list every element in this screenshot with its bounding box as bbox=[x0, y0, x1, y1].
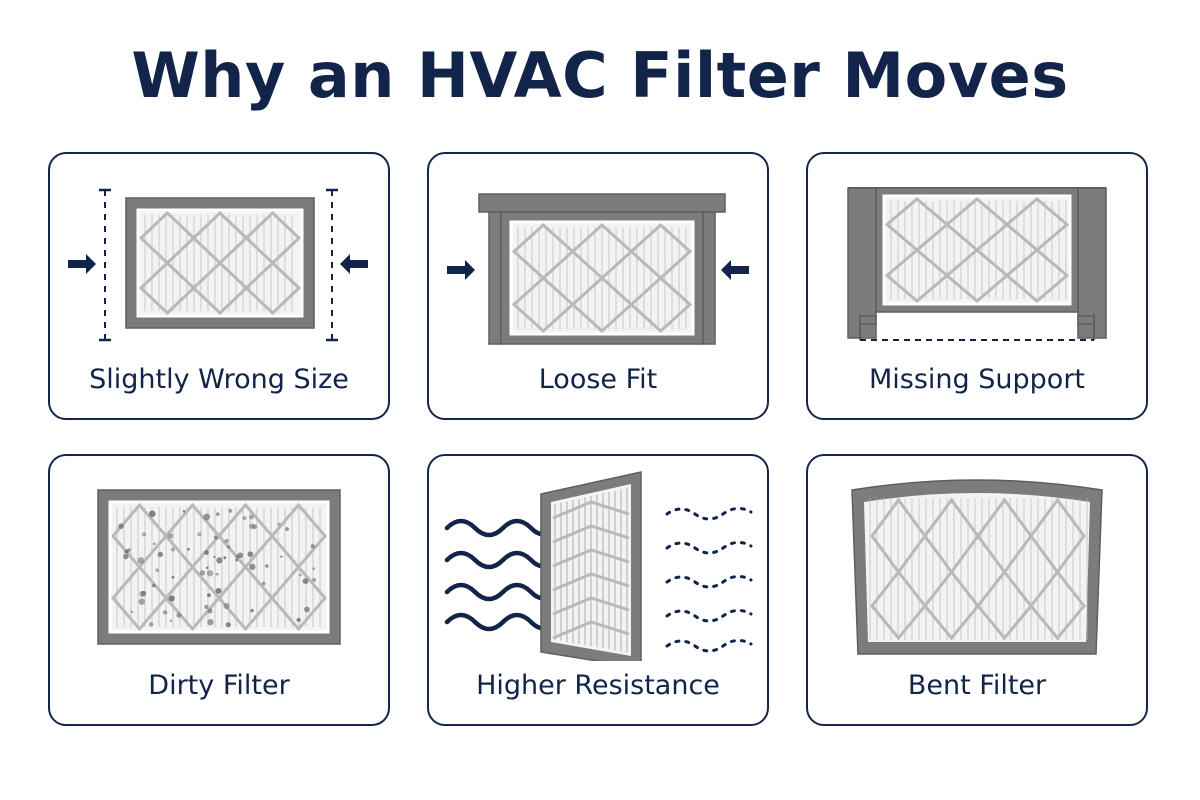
card-label: Loose Fit bbox=[538, 364, 658, 395]
duct-left-wall bbox=[488, 211, 502, 345]
card-dirty-filter: Dirty Filter bbox=[48, 454, 390, 726]
dirty-filter-icon bbox=[97, 489, 341, 645]
undersized-filter-icon bbox=[68, 188, 368, 342]
outgoing-airflow-lines bbox=[665, 507, 753, 653]
pleated-filter bbox=[97, 489, 341, 645]
duct-left-wall bbox=[847, 187, 877, 339]
card-label: Higher Resistance bbox=[476, 670, 720, 701]
card-label: Dirty Filter bbox=[148, 670, 290, 701]
pleated-filter bbox=[500, 211, 704, 345]
card-higher-resistance: Higher Resistance bbox=[427, 454, 769, 726]
pleated-filter bbox=[875, 187, 1079, 313]
duct-right-wall bbox=[702, 211, 716, 345]
card-label: Missing Support bbox=[869, 364, 1085, 395]
loose-fit-filter-icon bbox=[447, 193, 749, 345]
missing-support-filter-icon bbox=[847, 187, 1107, 341]
filter-cause-grid: Slightly Wrong Size Loose Fit Missing Su… bbox=[48, 152, 1156, 728]
pleated-filter bbox=[125, 197, 315, 329]
airflow-resistance-icon bbox=[444, 471, 753, 661]
page-title: Why an HVAC Filter Moves bbox=[131, 39, 1069, 112]
incoming-airflow-lines bbox=[444, 518, 556, 632]
duct-top-rail bbox=[478, 193, 726, 213]
card-missing-support: Missing Support bbox=[806, 152, 1148, 420]
card-slightly-wrong-size: Slightly Wrong Size bbox=[48, 152, 390, 420]
duct-right-wall bbox=[1077, 187, 1107, 339]
card-loose-fit: Loose Fit bbox=[427, 152, 769, 420]
card-label: Bent Filter bbox=[907, 670, 1047, 701]
bent-filter-icon bbox=[851, 479, 1103, 655]
card-bent-filter: Bent Filter bbox=[806, 454, 1148, 726]
card-label: Slightly Wrong Size bbox=[89, 364, 349, 395]
